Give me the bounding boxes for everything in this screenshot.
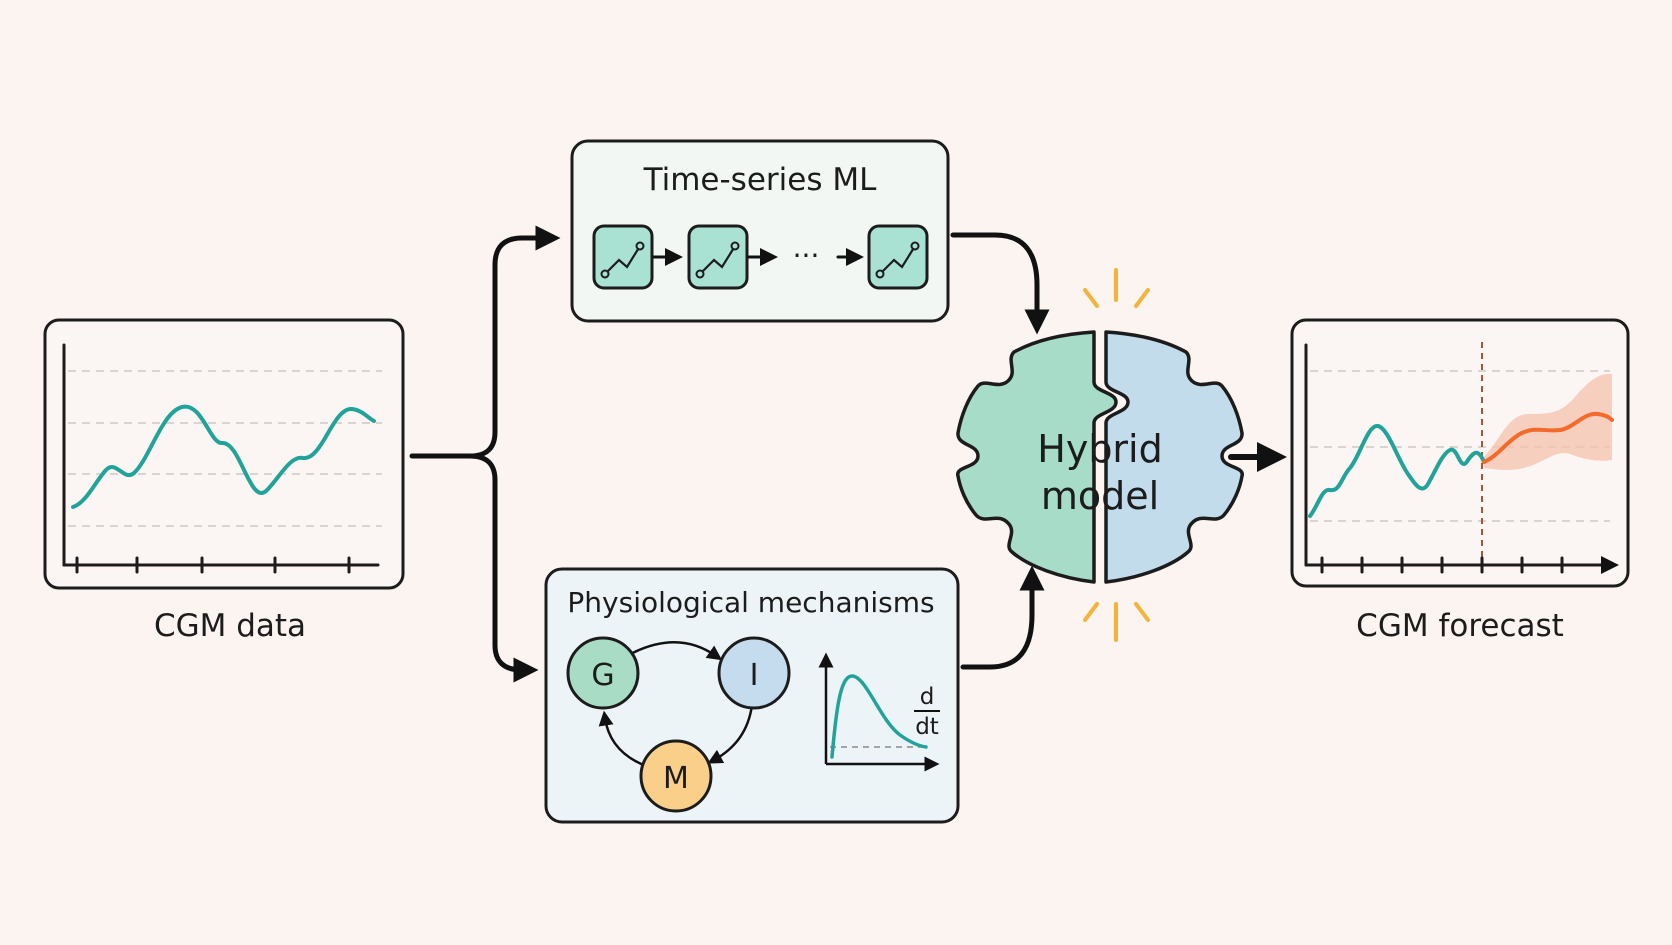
ml-ellipsis: ··· [793, 239, 820, 272]
node-insulin: I [717, 636, 791, 710]
puzzle-left-piece [956, 330, 1118, 584]
physio-panel-title: Physiological mechanisms [567, 586, 934, 619]
output-x-ticks [1320, 556, 1564, 574]
cgm-forecast-panel [1290, 318, 1630, 588]
svg-text:M: M [663, 761, 689, 796]
svg-text:I: I [750, 658, 759, 693]
cgm-data-panel [43, 318, 405, 590]
input-x-ticks [75, 556, 351, 574]
hybrid-model-label-line2: model [1041, 474, 1159, 518]
node-meal: M [639, 739, 713, 813]
input-gridlines [68, 370, 382, 527]
observed-glucose-curve [1308, 424, 1486, 518]
ml-panel: Time-series ML ··· [570, 139, 950, 323]
spark-lines [1083, 268, 1150, 642]
puzzle-right-piece [1104, 330, 1244, 584]
feedback-loop-arrows [598, 641, 754, 768]
ml-block-1 [592, 224, 654, 290]
merge-arrows [950, 232, 1050, 670]
branch-arrows [409, 225, 561, 683]
svg-text:d: d [920, 684, 935, 710]
cgm-data-label: CGM data [154, 608, 306, 644]
dynamics-mini-plot [818, 652, 940, 772]
svg-text:dt: dt [915, 714, 939, 740]
forecast-glucose-curve [1482, 411, 1614, 464]
derivative-symbol: d dt [914, 684, 940, 740]
ml-block-3 [867, 224, 929, 290]
physio-panel: Physiological mechanisms G I M d dt [544, 567, 960, 824]
ml-panel-title: Time-series ML [643, 162, 877, 198]
cgm-forecast-label: CGM forecast [1356, 608, 1564, 644]
forecast-uncertainty-band [1484, 373, 1612, 470]
hybrid-model-label-line1: Hybrid [1037, 427, 1163, 471]
cgm-glucose-curve [71, 404, 376, 509]
node-glucose: G [566, 636, 640, 710]
ml-block-2 [687, 224, 749, 290]
hybrid-model-puzzle: Hybrid model [956, 268, 1244, 642]
svg-text:G: G [591, 658, 614, 693]
